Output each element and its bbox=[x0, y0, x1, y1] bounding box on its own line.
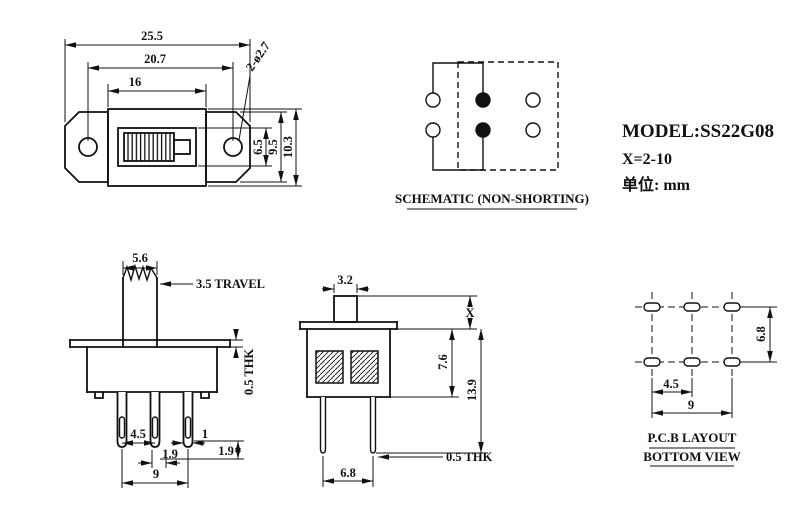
pcb-pad bbox=[683, 302, 701, 312]
dim-label-side-body-height: 7.6 bbox=[436, 354, 450, 370]
dim-label-pin-pitch: 4.5 bbox=[130, 427, 146, 441]
dim-knob-width: 5.6 bbox=[122, 251, 158, 275]
pcb-pad bbox=[643, 357, 661, 367]
schematic-moving-contact-box bbox=[457, 61, 559, 171]
dim-label-body-height: 9.5 bbox=[266, 139, 280, 155]
dim-label-knob-depth: 3.2 bbox=[337, 273, 353, 287]
dim-pad-row-spacing: 6.8 bbox=[741, 306, 777, 363]
dim-label-hole-spacing: 20.7 bbox=[144, 52, 166, 66]
pcb-pad bbox=[683, 357, 701, 367]
dim-overall-height: 10.3 bbox=[208, 108, 302, 187]
dim-label-plate-thickness: 0.5 THK bbox=[242, 349, 256, 396]
pcb-pad bbox=[723, 302, 741, 312]
side-window-left bbox=[315, 350, 344, 384]
side-pin-right bbox=[369, 397, 377, 454]
dim-label-overall-width: 25.5 bbox=[141, 29, 163, 43]
model-info: MODEL:SS22G08 X=2-10 单位: mm bbox=[622, 121, 774, 194]
schematic-terminal-common bbox=[475, 92, 491, 108]
front-view: 5.6 3.5 TRAVEL 0.5 THK 4.5 1 1.9 bbox=[69, 251, 265, 488]
dim-label-overall-height: 10.3 bbox=[281, 136, 295, 158]
slider-knob-end bbox=[173, 139, 191, 155]
model-number: MODEL:SS22G08 bbox=[622, 121, 774, 142]
body-foot-right bbox=[200, 391, 210, 399]
dim-side-overall-height: 13.9 bbox=[376, 329, 488, 454]
dim-label-slot-height: 6.5 bbox=[251, 139, 265, 155]
schematic-wire-bottom bbox=[432, 137, 484, 171]
dim-label-travel: 3.5 TRAVEL bbox=[196, 277, 265, 291]
dim-pin-width: 1 bbox=[171, 427, 208, 446]
pcb-pad bbox=[643, 302, 661, 312]
dim-side-body-height: 7.6 bbox=[390, 329, 459, 398]
dim-pin-gap: 1.9 bbox=[138, 447, 180, 468]
top-view: 25.5 20.7 16 2-ø2.7 6.5 9.5 bbox=[64, 29, 302, 187]
dim-pin-hole-height: 1.9 bbox=[160, 440, 244, 460]
top-view-body bbox=[107, 108, 207, 187]
dim-label-body-width: 16 bbox=[129, 75, 142, 89]
dim-label-pin-span: 9 bbox=[153, 467, 159, 481]
dim-slot-height: 6.5 bbox=[198, 127, 272, 167]
dim-pin-pitch: 4.5 bbox=[122, 427, 155, 446]
dim-label-pin-gap: 1.9 bbox=[162, 447, 178, 461]
dim-travel: 3.5 TRAVEL bbox=[160, 277, 265, 291]
dim-body-height: 9.5 bbox=[240, 111, 287, 183]
dim-plate-thickness: 0.5 THK bbox=[230, 329, 256, 395]
schematic-terminal-open bbox=[425, 92, 441, 108]
unit-note: 单位: mm bbox=[622, 175, 691, 194]
dim-label-mounting-holes: 2-ø2.7 bbox=[243, 39, 273, 73]
schematic-terminal-open bbox=[425, 122, 441, 138]
side-window-right bbox=[350, 350, 379, 384]
x-range: X=2-10 bbox=[622, 151, 672, 168]
dim-knob-height-x: X bbox=[357, 295, 477, 330]
schematic-terminal-common bbox=[475, 122, 491, 138]
dim-pad-span: 9 bbox=[652, 378, 733, 418]
dim-overall-width: 25.5 bbox=[64, 29, 251, 122]
dim-label-pin-width: 1 bbox=[202, 427, 208, 441]
dim-pin-row-spacing: 6.8 bbox=[322, 456, 374, 487]
schematic-terminal-open bbox=[525, 122, 541, 138]
dim-label-knob-height-x: X bbox=[465, 306, 474, 320]
pin-hole bbox=[184, 416, 192, 439]
dim-label-pin-thickness: 0.5 THK bbox=[446, 450, 493, 464]
body-foot-left bbox=[94, 391, 104, 399]
dim-label-side-overall-height: 13.9 bbox=[465, 379, 479, 401]
dim-label-pin-hole-height: 1.9 bbox=[218, 444, 234, 458]
schematic-wire-top bbox=[432, 62, 484, 93]
schematic-terminal-open bbox=[525, 92, 541, 108]
dim-label-pin-row-spacing: 6.8 bbox=[340, 466, 356, 480]
dim-knob-depth: 3.2 bbox=[322, 273, 369, 293]
pin-hole bbox=[151, 416, 159, 439]
dim-pad-pitch: 4.5 bbox=[651, 377, 693, 418]
schematic-caption: SCHEMATIC (NON-SHORTING) bbox=[395, 191, 589, 206]
side-knob bbox=[333, 295, 358, 323]
pcb-layout: 6.8 4.5 9 P.C.B LAYOUT BOTTOM VIEW bbox=[635, 292, 777, 467]
schematic-view: SCHEMATIC (NON-SHORTING) bbox=[395, 61, 589, 210]
dim-label-pad-pitch: 4.5 bbox=[663, 377, 679, 391]
dim-label-pad-row-spacing: 6.8 bbox=[754, 326, 768, 342]
dim-body-width: 16 bbox=[107, 75, 207, 107]
knob-break-line bbox=[122, 263, 158, 283]
dim-mounting-holes: 2-ø2.7 bbox=[238, 39, 273, 141]
pin-hole bbox=[118, 416, 126, 439]
pcb-pad bbox=[723, 357, 741, 367]
dim-label-pad-span: 9 bbox=[688, 398, 694, 412]
dim-pin-span: 9 bbox=[121, 449, 189, 488]
slider-knob-knurled bbox=[123, 132, 175, 162]
dim-pin-thickness: 0.5 THK bbox=[378, 450, 493, 464]
slider-opening bbox=[117, 127, 197, 167]
pcb-caption-line1: P.C.B LAYOUT bbox=[648, 430, 737, 445]
dim-label-knob-width: 5.6 bbox=[132, 251, 148, 265]
side-view: 3.2 X 7.6 13.9 0.5 THK 6.8 bbox=[299, 273, 493, 487]
side-pin-left bbox=[319, 397, 327, 454]
pcb-caption-line2: BOTTOM VIEW bbox=[643, 449, 740, 464]
